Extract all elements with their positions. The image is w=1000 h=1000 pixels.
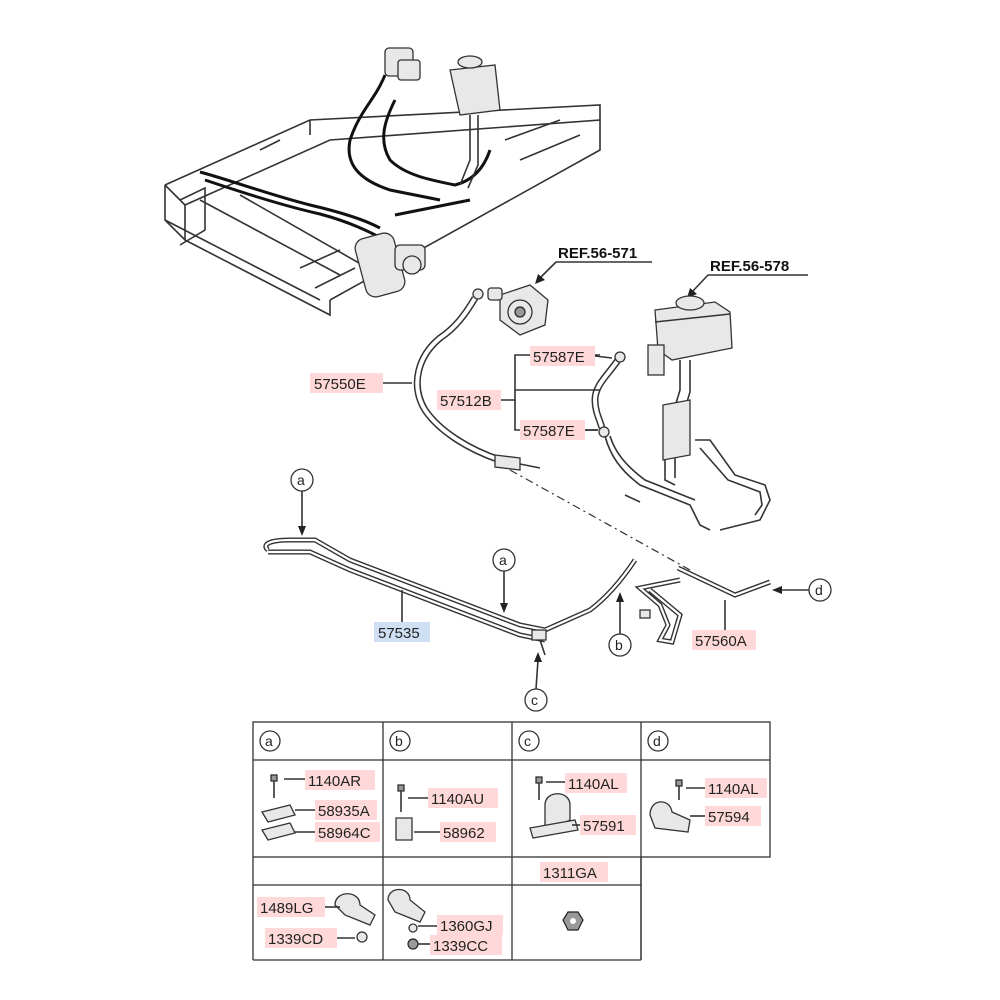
label-57550e: 57550E xyxy=(310,373,412,393)
table-cell-d: 1140AL 57594 xyxy=(649,778,767,833)
parts-table: a b c d 1140AR 58935A 58964C xyxy=(252,721,771,961)
svg-text:57550E: 57550E xyxy=(314,376,366,393)
callout-b: b xyxy=(608,592,632,657)
callout-c: c xyxy=(524,652,548,712)
label-57587e-bottom: 57587E xyxy=(520,420,598,440)
svg-text:c: c xyxy=(531,692,538,708)
svg-text:1339CC: 1339CC xyxy=(433,938,488,955)
svg-text:d: d xyxy=(653,733,661,749)
svg-text:57587E: 57587E xyxy=(533,349,585,366)
svg-text:1140AU: 1140AU xyxy=(431,791,484,808)
callout-d: d xyxy=(772,578,832,602)
return-hose-57512b xyxy=(591,351,771,531)
svg-text:REF.56-578: REF.56-578 xyxy=(710,258,789,275)
table-header-c: c xyxy=(518,730,540,752)
table-cell-1311ga: 1311GA xyxy=(540,862,608,882)
table-header-d: d xyxy=(647,730,669,752)
svg-text:1140AL: 1140AL xyxy=(708,781,759,798)
svg-text:57591: 57591 xyxy=(583,818,625,835)
center-line xyxy=(509,469,691,571)
reservoir-tank xyxy=(647,295,733,486)
table-cell-b: 1140AU 58962 xyxy=(395,784,498,842)
callout-a-mid: a xyxy=(492,548,516,613)
svg-text:1311GA: 1311GA xyxy=(543,865,597,882)
overview-illustration xyxy=(164,47,601,317)
table-cell-row3-a: 1489LG 1339CD xyxy=(257,893,376,948)
svg-text:c: c xyxy=(524,733,531,749)
table-cell-row3-c xyxy=(562,911,584,931)
svg-text:58962: 58962 xyxy=(443,825,485,842)
svg-text:58935A: 58935A xyxy=(318,803,370,820)
svg-text:1140AL: 1140AL xyxy=(568,776,619,793)
svg-text:d: d xyxy=(815,582,823,598)
svg-text:1489LG: 1489LG xyxy=(260,900,313,917)
svg-text:1339CD: 1339CD xyxy=(268,931,323,948)
pressure-hose-57550e xyxy=(413,288,541,471)
svg-text:a: a xyxy=(265,733,273,749)
feed-line-57535 xyxy=(263,537,638,656)
svg-text:1140AR: 1140AR xyxy=(308,773,361,790)
svg-text:57594: 57594 xyxy=(708,809,750,826)
label-57512b: 57512B xyxy=(437,354,600,431)
label-57560a: 57560A xyxy=(692,600,756,650)
ref-label-56-571: REF.56-571 xyxy=(535,245,652,284)
return-line-57560a xyxy=(634,565,771,645)
power-steering-pump xyxy=(487,284,549,336)
svg-text:58964C: 58964C xyxy=(318,825,371,842)
table-header-b: b xyxy=(389,730,411,752)
table-header-a: a xyxy=(259,730,281,752)
svg-text:REF.56-571: REF.56-571 xyxy=(558,245,637,262)
svg-text:b: b xyxy=(615,637,623,653)
svg-text:57535: 57535 xyxy=(378,625,420,642)
svg-text:a: a xyxy=(297,472,305,488)
svg-text:57587E: 57587E xyxy=(523,423,575,440)
table-cell-a: 1140AR 58935A 58964C xyxy=(260,770,380,842)
callout-a-left: a xyxy=(290,468,314,536)
table-cell-row3-b: 1360GJ 1339CC xyxy=(387,888,503,955)
label-57587e-top: 57587E xyxy=(530,346,613,366)
svg-text:57512B: 57512B xyxy=(440,393,492,410)
table-cell-c: 1140AL 57591 xyxy=(529,773,636,839)
ref-label-56-578: REF.56-578 xyxy=(687,258,808,298)
svg-text:57560A: 57560A xyxy=(695,633,747,650)
svg-text:b: b xyxy=(395,733,403,749)
svg-text:a: a xyxy=(499,552,507,568)
label-57535: 57535 xyxy=(374,590,430,642)
svg-text:1360GJ: 1360GJ xyxy=(440,918,493,935)
